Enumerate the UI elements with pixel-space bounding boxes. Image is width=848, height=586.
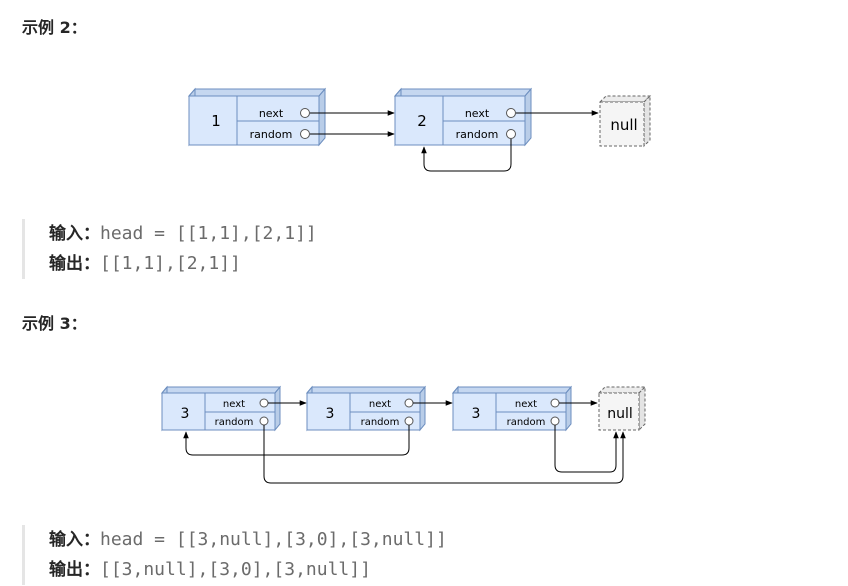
output-line: 输出：[[3,null],[3,0],[3,null]] xyxy=(49,555,447,585)
input-value: head = [[1,1],[2,1]] xyxy=(100,223,317,244)
list-node: 1 next random xyxy=(187,87,327,147)
null-node: null xyxy=(598,94,652,148)
next-label: next xyxy=(465,107,490,120)
next-label: next xyxy=(223,399,245,410)
example-2-io: 输入：head = [[1,1],[2,1]] 输出：[[1,1],[2,1]] xyxy=(22,219,317,279)
output-value: [[1,1],[2,1]] xyxy=(100,253,241,274)
random-arrow xyxy=(554,425,619,473)
node-value: 3 xyxy=(181,406,190,422)
node-value: 3 xyxy=(472,406,481,422)
random-arrow xyxy=(183,425,410,456)
output-label: 输出： xyxy=(49,560,100,580)
output-label: 输出： xyxy=(49,254,100,274)
random-label: random xyxy=(250,128,293,141)
output-value: [[3,null],[3,0],[3,null]] xyxy=(100,559,371,580)
next-label: next xyxy=(515,399,537,410)
input-value: head = [[3,null],[3,0],[3,null]] xyxy=(100,529,447,550)
list-node: 3 next random xyxy=(305,385,427,432)
input-label: 输入： xyxy=(49,224,100,244)
input-line: 输入：head = [[3,null],[3,0],[3,null]] xyxy=(49,525,447,555)
node-value: 2 xyxy=(417,112,427,130)
output-line: 输出：[[1,1],[2,1]] xyxy=(49,249,317,279)
random-self-arrow xyxy=(421,139,512,172)
random-label: random xyxy=(215,417,254,428)
null-label: null xyxy=(610,116,637,134)
example-3-heading: 示例 3： xyxy=(22,314,87,333)
list-node: 3 next random xyxy=(160,385,282,432)
input-label: 输入： xyxy=(49,530,100,550)
null-node: null xyxy=(597,385,647,432)
list-node: 2 next random xyxy=(393,87,533,147)
node-value: 3 xyxy=(326,406,335,422)
next-label: next xyxy=(369,399,391,410)
random-label: random xyxy=(456,128,499,141)
example-2-heading: 示例 2： xyxy=(22,18,87,37)
list-node: 3 next random xyxy=(451,385,573,432)
node-value: 1 xyxy=(211,112,221,130)
input-line: 输入：head = [[1,1],[2,1]] xyxy=(49,219,317,249)
random-label: random xyxy=(507,417,546,428)
random-label: random xyxy=(361,417,400,428)
example-3-io: 输入：head = [[3,null],[3,0],[3,null]] 输出：[… xyxy=(22,525,447,585)
next-label: next xyxy=(259,107,284,120)
random-arrow xyxy=(263,425,626,484)
null-label: null xyxy=(607,406,633,422)
